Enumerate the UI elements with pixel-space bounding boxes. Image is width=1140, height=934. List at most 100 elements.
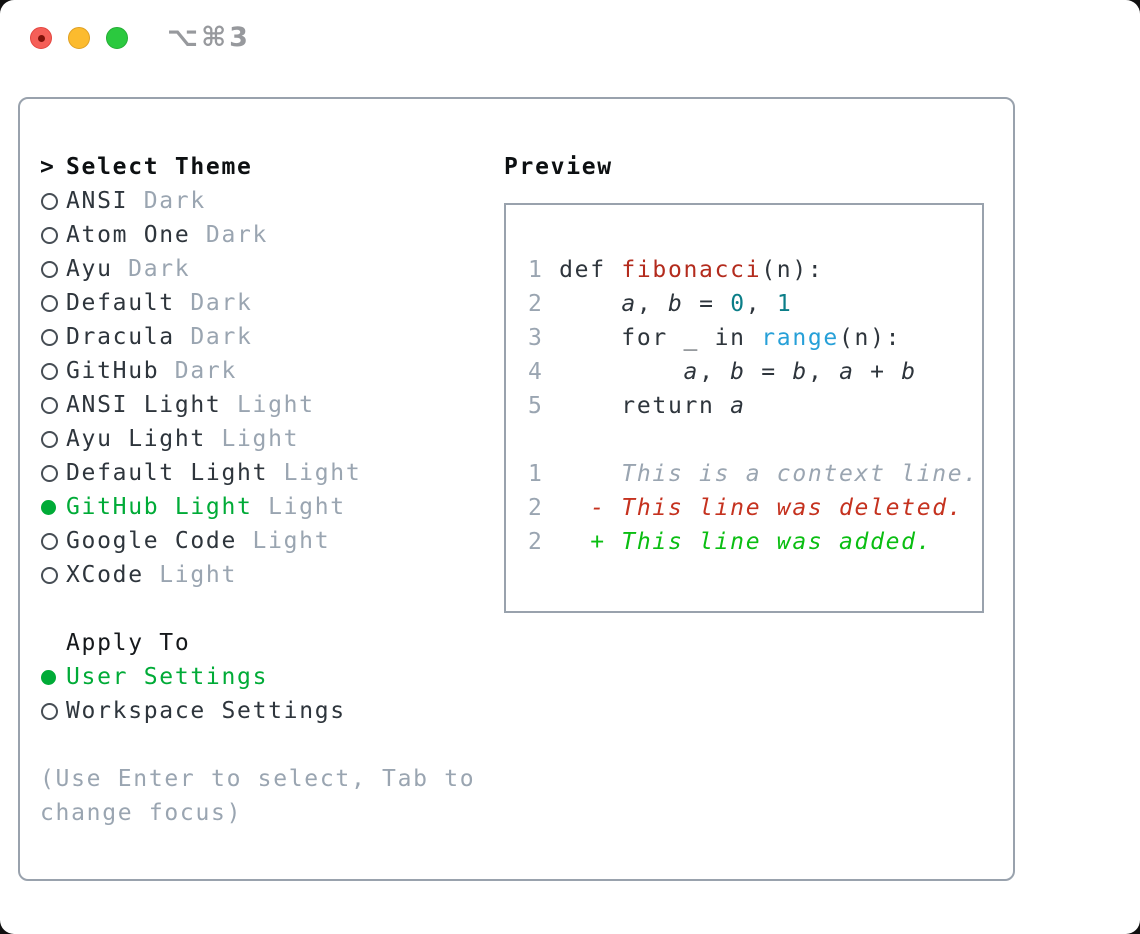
radio-unselected-icon [41,192,58,210]
code-segment-code: , [745,291,777,317]
radio-selected-icon [41,499,56,515]
radio-marker [40,226,66,244]
radio-marker [40,192,66,210]
code-segment-var: a [839,359,855,385]
code-segment-code: , [699,359,731,385]
theme-variant-label: Light [236,392,315,418]
radio-unselected-icon [41,430,58,448]
apply-option-user-settings[interactable]: User Settings [40,660,490,694]
code-line [528,423,982,457]
code-line: 1 def fibonacci(n): [528,253,982,287]
line-number: 3 [528,325,560,351]
radio-marker [40,566,66,584]
code-line: 3 for _ in range(n): [528,321,982,355]
code-line: 1 This is a context line. [528,457,982,491]
theme-variant-label: Light [159,562,237,588]
theme-variant-label: Dark [174,358,237,384]
radio-unselected-icon [41,464,58,482]
code-segment-code: return [559,393,731,419]
code-segment-code: = [745,359,793,385]
close-button[interactable] [30,27,52,49]
theme-name: Dracula [66,324,175,350]
radio-selected-icon [41,669,56,685]
radio-marker [40,362,66,380]
radio-marker [40,294,66,312]
theme-name: Default Light [66,460,269,486]
preview-pane: Preview 1 def fibonacci(n):2 a, b = 0, 1… [504,150,984,613]
theme-name: Ayu [66,256,113,282]
radio-marker [40,499,66,515]
line-number: 4 [528,359,560,385]
theme-name: ANSI Light [66,392,222,418]
code-segment-deleted: - This line was deleted. [590,495,964,521]
spacer [40,592,490,626]
code-segment-func: fibonacci [621,257,762,283]
theme-name: Atom One [66,222,191,248]
theme-name: Default [66,290,175,316]
code-segment-var: b [730,359,746,385]
theme-name: GitHub Light [66,494,253,520]
code-segment-var: a [621,291,637,317]
theme-variant-label: Dark [143,188,206,214]
minimize-button[interactable] [68,27,90,49]
apply-to-header: Apply To [40,626,490,660]
radio-marker [40,396,66,414]
theme-option-ayu-light[interactable]: Ayu Light Light [40,422,490,456]
code-segment-var: a [730,393,746,419]
radio-unselected-icon [41,566,58,584]
theme-option-github-light[interactable]: GitHub Light Light [40,490,490,524]
theme-option-ansi-light[interactable]: ANSI Light Light [40,388,490,422]
hint-text: (Use Enter to select, Tab to change focu… [40,766,491,826]
line-number: 5 [528,393,560,419]
theme-variant-label: Light [268,494,346,520]
line-number: 2 [528,291,560,317]
code-line: 5 return a [528,389,982,423]
radio-marker [40,702,66,720]
select-theme-title: Select Theme [66,154,253,180]
code-segment-code: , [636,291,668,317]
line-number: 1 [528,257,560,283]
theme-name: Ayu Light [66,426,206,452]
code-segment-code [559,495,590,521]
apply-option-workspace-settings[interactable]: Workspace Settings [40,694,490,728]
theme-option-atom-one[interactable]: Atom One Dark [40,218,490,252]
theme-option-dracula[interactable]: Dracula Dark [40,320,490,354]
code-line: 2 a, b = 0, 1 [528,287,982,321]
maximize-button[interactable] [106,27,128,49]
code-segment-num: 1 [776,291,793,317]
theme-name: Google Code [66,528,238,554]
radio-marker [40,260,66,278]
code-line: 2 + This line was added. [528,525,982,559]
apply-option-label: Workspace Settings [66,698,346,724]
line-number: 1 [528,461,560,487]
code-segment-code: for _ in [559,325,762,351]
radio-marker [40,464,66,482]
code-segment-code: + [854,359,902,385]
spacer [40,728,490,762]
theme-variant-label: Light [221,426,300,452]
radio-marker [40,430,66,448]
apply-option-label: User Settings [66,664,269,690]
code-segment-num: 0 [730,291,746,317]
code-segment-var: a [683,359,700,385]
radio-unselected-icon [41,328,58,346]
theme-variant-label: Dark [205,222,269,248]
radio-unselected-icon [41,294,58,312]
code-line: 4 a, b = b, a + b [528,355,982,389]
code-segment-code: = [683,291,731,317]
theme-variant-label: Dark [190,324,253,350]
code-segment-code [559,461,621,487]
code-segment-var: b [667,291,684,317]
